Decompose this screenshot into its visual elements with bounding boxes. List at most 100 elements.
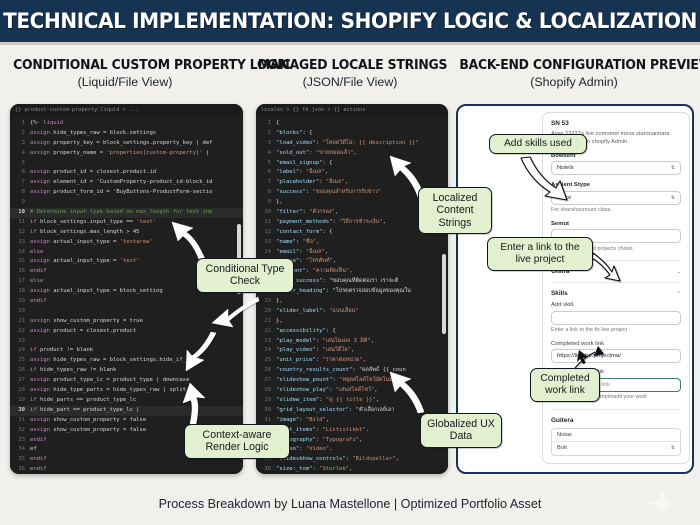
- list-item[interactable]: Notas: [552, 429, 680, 442]
- chevron-up-icon: ⌃: [676, 290, 681, 297]
- line-number: 30: [18, 406, 25, 413]
- code-line: 35 "slideskhow_controls": "Bildspeller",: [256, 455, 448, 465]
- line-number: 9: [267, 199, 271, 206]
- input-add-skill[interactable]: [551, 310, 681, 325]
- select-bowsent[interactable]: Notels ⇅: [551, 161, 681, 176]
- code-text: "post_success": "ขอบคุณที่ติดต่อเรา เราจ…: [276, 278, 399, 285]
- code-line: 22 "accessibility": {: [256, 327, 448, 337]
- line-number: 21: [18, 317, 25, 324]
- code-line: 8 "success": "ขอบคุณสำหรับการรับข่าว": [256, 188, 448, 198]
- line-number: 10: [18, 209, 25, 216]
- code-text: assign show_custom_property = false: [30, 416, 147, 423]
- code-line: 20: [10, 307, 243, 317]
- select-assient-stype[interactable]: Torce ⇅: [551, 190, 681, 205]
- code-line: 22 assign product = closest.product: [10, 327, 243, 337]
- line-number: 14: [18, 248, 25, 255]
- section-gistra[interactable]: Gistra ⌄: [551, 268, 681, 275]
- code-text: assign actual_input_type = 'textarea': [30, 238, 153, 245]
- code-text: assign product_id = closest.product.id: [30, 169, 157, 176]
- code-text: "size:_tom": "Storlek",: [276, 466, 353, 473]
- column-subtitle: (JSON/File View): [302, 75, 398, 89]
- line-number: 6: [21, 169, 25, 176]
- code-line: 23: [10, 337, 243, 347]
- code-text: "placeholder": "อีเมล",: [276, 179, 348, 186]
- code-line: 12 "contact_form": {: [256, 228, 448, 238]
- code-text: if block_settings.max_length > 45: [30, 228, 140, 235]
- header-divider: [0, 42, 700, 45]
- divider: [551, 462, 681, 463]
- line-number: 11: [264, 218, 271, 225]
- code-line: 31 assign show_custom_property = false: [10, 416, 243, 426]
- section-skills[interactable]: Skills ⌃: [551, 290, 681, 297]
- code-line: 10 # Determine input type based on max_l…: [10, 208, 243, 218]
- sparkle-icon: [647, 488, 677, 518]
- chevron-down-icon: ⌄: [676, 268, 681, 275]
- code-line: 27 assign product_type_lc = product_type…: [10, 376, 243, 386]
- code-text: {: [276, 120, 280, 126]
- code-text: "country_results_count": "ผลลัพธ์ {{ cou…: [276, 367, 406, 374]
- code-line: 33 endif: [10, 436, 243, 446]
- line-number: 16: [18, 268, 25, 275]
- line-number: 4: [21, 149, 25, 156]
- code-line: 10 "filter": "ตัวกรอง",: [256, 208, 448, 218]
- code-line: 6 "label": "อีเมล",: [256, 168, 448, 178]
- line-number: 1: [267, 120, 271, 126]
- stepper-icon[interactable]: ⇅: [670, 445, 675, 452]
- line-number: 28: [264, 387, 271, 394]
- code-text: "success": "ขอบคุณสำหรับการรับข่าว": [276, 189, 381, 196]
- code-text: "payment_methods": "วิธีการชำระเงิน",: [276, 218, 386, 225]
- line-number: 18: [18, 288, 25, 295]
- code-text: assign property_key = block_settings.pro…: [30, 139, 213, 146]
- code-line: 25 "unit_price": "ราคาต่อหน่วย",: [256, 356, 448, 366]
- code-line: 21 assign show_custom_property = true: [10, 317, 243, 327]
- code-text: endif: [30, 456, 47, 463]
- line-number: 29: [264, 396, 271, 403]
- line-number: 8: [21, 189, 25, 196]
- line-number: 19: [264, 298, 271, 305]
- line-number: 28: [18, 387, 25, 394]
- code-text: assign actual_input_type = 'text': [30, 258, 140, 265]
- code-line: 28 assign hide_type_parts = hide_types_r…: [10, 386, 243, 396]
- admin-description: Ajaw 23227a live comomer inova staronann…: [551, 131, 670, 146]
- label-completed-work-link: Completed work link: [551, 340, 605, 347]
- line-number: 2: [267, 129, 271, 136]
- line-number: 23: [18, 337, 25, 344]
- code-line: 34 ef: [10, 445, 243, 455]
- json-scrollbar[interactable]: [442, 254, 446, 334]
- column-title: MANAGED LOCALE STRINGS: [257, 58, 448, 73]
- list-item[interactable]: Bolt ⇅: [552, 442, 680, 455]
- line-number: 26: [264, 367, 271, 374]
- admin-heading: SN 53: [551, 120, 569, 127]
- code-line: 28 "slideshow_play": "เล่นสไลด์โชว์",: [256, 386, 448, 396]
- line-number: 36: [18, 466, 25, 473]
- code-text: "sold_out": "ขายหมดแล้ว",: [276, 149, 357, 156]
- line-number: 30: [264, 406, 271, 413]
- line-number: 36: [264, 466, 271, 473]
- column-heading-liquid: CONDITIONAL CUSTOM PROPERTY LOGIC (Liqui…: [6, 58, 291, 89]
- column-title: CONDITIONAL CUSTOM PROPERTY LOGIC: [13, 58, 291, 73]
- code-text: },: [276, 199, 283, 206]
- callout-localized-content-strings: Localized Content Strings: [418, 187, 492, 234]
- select-assient-stype-value: Torce: [557, 194, 572, 201]
- code-text: endif: [30, 298, 47, 305]
- liquid-code-panel[interactable]: {} product-custom-property.liquid > ... …: [10, 104, 243, 474]
- code-line: 2 "blocks": {: [256, 129, 448, 139]
- code-line: 14 "email": "อีเมล",: [256, 248, 448, 258]
- line-number: 5: [267, 159, 271, 166]
- code-line: 13 assign actual_input_type = 'textarea': [10, 238, 243, 248]
- line-number: 31: [264, 416, 271, 423]
- line-number: 9: [21, 199, 25, 206]
- section-guitera-label: Guitera: [551, 416, 574, 424]
- line-number: 3: [267, 139, 271, 146]
- code-line: 4 assign property_name = 'properties[cus…: [10, 149, 243, 159]
- code-line: 1{: [256, 119, 448, 129]
- field-label-bowsent: Bowsent: [551, 152, 576, 159]
- code-text: assign hide_types_raw = block.settings: [30, 129, 157, 136]
- code-text: endif: [30, 466, 47, 473]
- code-text: "contact_form": {: [276, 228, 333, 235]
- line-number: 7: [21, 179, 25, 186]
- line-number: 22: [264, 327, 271, 334]
- code-line: 31 "image": "Bild",: [256, 416, 448, 426]
- input-completed-work-link[interactable]: https://link.he.projectma/: [551, 349, 681, 364]
